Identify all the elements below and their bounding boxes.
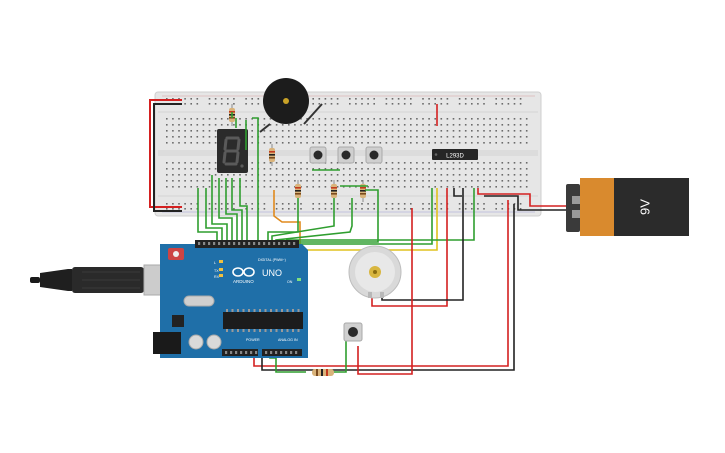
analog-label: ANALOG IN: [278, 338, 298, 342]
battery[interactable]: 9V: [566, 178, 689, 236]
ic-chip[interactable]: L293D: [432, 149, 478, 160]
wires: [197, 112, 570, 375]
led-l-label: L: [214, 261, 216, 265]
on-label: ON: [287, 280, 293, 284]
battery-label: 9V: [637, 199, 652, 215]
ic-label: L293D: [446, 154, 464, 160]
arduino-logo-icon: [232, 267, 255, 277]
breadboard-resistors: [229, 104, 366, 202]
resistor-icon[interactable]: [269, 144, 275, 166]
push-buttons: [309, 146, 383, 164]
resistor-bottom[interactable]: [312, 369, 334, 376]
arduino-model: UNO: [262, 268, 282, 278]
push-button-icon[interactable]: [337, 146, 355, 164]
resistor-icon[interactable]: [360, 180, 366, 202]
buzzer[interactable]: [259, 78, 323, 133]
arduino-uno[interactable]: UNO ARDUINO DIGITAL (PWM~) POWER ANALOG …: [153, 240, 308, 358]
rail-wires-left: [149, 99, 182, 212]
arduino-brand: ARDUINO: [233, 279, 254, 284]
dc-motor[interactable]: [348, 245, 402, 299]
seven-segment-display[interactable]: [217, 129, 248, 173]
digital-label: DIGITAL (PWM~): [258, 258, 286, 262]
led-rx-label: RX: [214, 275, 220, 279]
push-button-bottom[interactable]: [343, 322, 363, 342]
usb-cable: [30, 264, 179, 296]
push-button-icon[interactable]: [309, 146, 327, 164]
led-tx-label: TX: [214, 269, 219, 273]
power-label: POWER: [246, 338, 260, 342]
push-button-icon[interactable]: [365, 146, 383, 164]
